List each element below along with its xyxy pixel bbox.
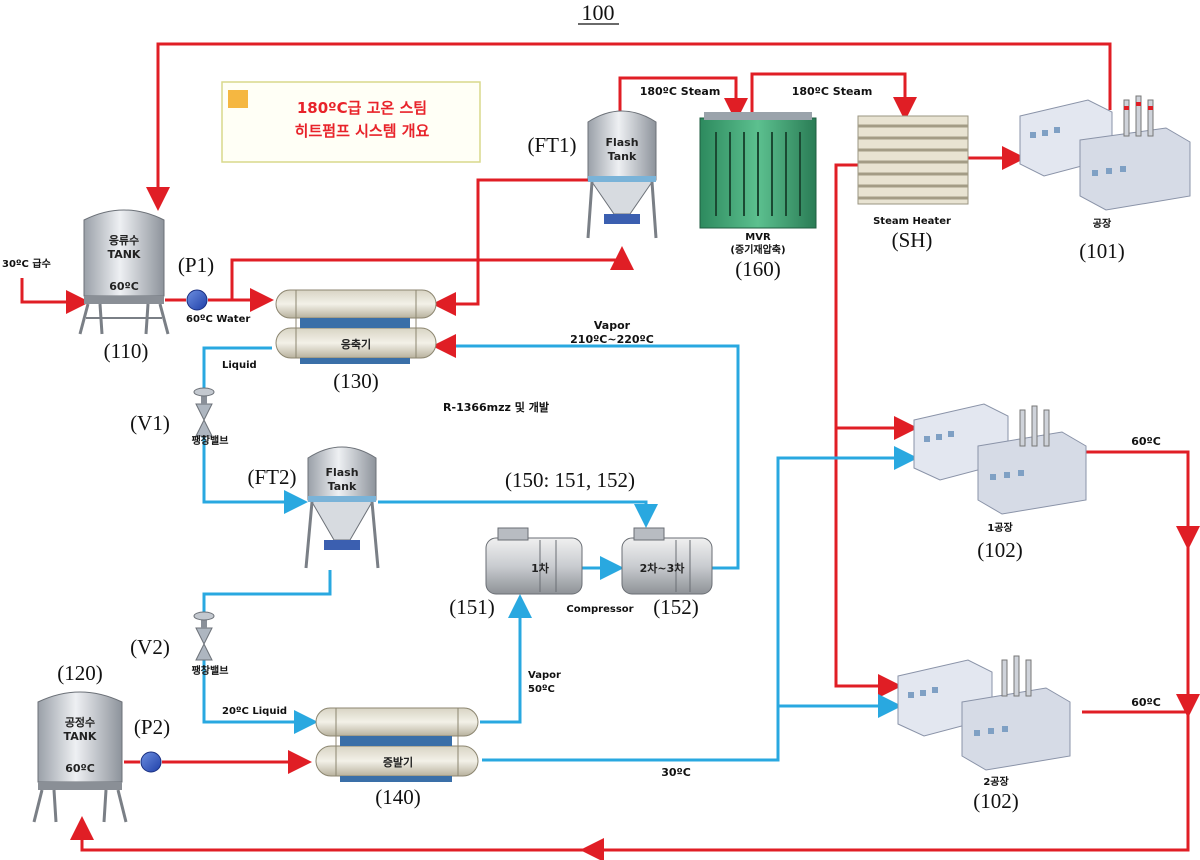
liquid-label: Liquid [222,360,257,371]
ft2-line2: Tank [328,480,357,493]
factory102b-label: 2공장 [983,775,1009,788]
ft2-line1: Flash [325,466,358,479]
valve-v2-icon [194,612,214,660]
vapor-top-line1: Vapor [594,319,631,332]
pump1-ref: (P1) [178,253,214,277]
ft1-ref: (FT1) [528,133,577,157]
legend-line1: 180ºC급 고온 스팀 [297,99,427,117]
valve1-ref: (V1) [130,411,170,435]
temp-30: 30ºC [661,766,691,779]
tank120-ref: (120) [57,661,103,685]
ft1-line2: Tank [608,150,637,163]
compressor-ref2: (152) [653,595,699,619]
tank120-line2: TANK [64,730,97,743]
factory102a-ref: (102) [977,538,1023,562]
valve2-label: 팽창밸브 [192,664,229,677]
condenser-130: 응축기 [276,290,436,364]
tank110-temp: 60ºC [109,280,139,293]
ft2-ref: (FT2) [248,465,297,489]
compressor-ref1: (151) [449,595,495,619]
tank110-line1: 응류수 [109,234,139,247]
pump1-water: 60ºC Water [186,314,250,325]
valve-v1-icon [194,388,214,436]
compressor-151: 1차 [486,528,582,594]
ft1-line1: Flash [605,136,638,149]
ft2-to-compressor2 [378,502,646,522]
compressor-ref-group: (150: 151, 152) [505,468,635,492]
vapor50-line2: 50ºC [528,684,555,695]
pump-p1-icon [187,290,207,310]
factory101-ref: (101) [1079,239,1125,263]
pump-p2-icon [141,752,161,772]
inlet-label: 30ºC 급수 [2,258,51,270]
ft1-to-condenser [438,180,598,304]
steam-heater-sh [858,116,968,204]
compressor-to-condenser [438,346,738,568]
tank120-line1: 공정수 [65,715,95,729]
sh-label: Steam Heater [873,216,951,227]
tank120-temp: 60ºC [65,762,95,775]
vapor-top-line2: 210ºC~220ºC [570,333,654,346]
flash-tank-ft2: Flash Tank [306,447,378,568]
sh-to-factory102b [836,165,896,686]
condenser-ref: (130) [333,369,379,393]
vapor50-line1: Vapor [528,670,561,681]
evaporator-140: 증발기 [316,708,478,782]
temp-60-a: 60ºC [1131,435,1161,448]
compressor-label: Compressor [566,604,633,615]
mvr-ref: (160) [735,257,781,281]
refrigerant-label: R-1366mzz 및 개발 [443,400,549,414]
mvr-line2: (증기재압축) [730,243,785,256]
tank110-line2: TANK [108,248,141,261]
tank-120: 공정수 TANK 60ºC [34,692,126,822]
factory102a-label: 1공장 [987,521,1013,534]
factory101-label: 공장 [1093,217,1112,230]
factory-102b-icon [898,656,1070,770]
mvr-line1: MVR [745,232,771,243]
evaporator-ref: (140) [375,785,421,809]
condenser-label: 응축기 [341,337,371,351]
steam-label-1: 180ºC Steam [640,85,721,98]
legend-swatch [228,90,248,108]
tank-110: 응류수 TANK 60ºC [80,210,168,334]
legend-box: 180ºC급 고온 스팀 히트펌프 시스템 개요 [222,82,480,162]
mvr-160 [700,112,816,228]
ft2-to-v2 [204,570,330,626]
evaporator-label: 증발기 [383,755,413,769]
flash-tank-ft1: Flash Tank [588,111,656,238]
figure-number: 100 [582,0,615,25]
factory102b-ref: (102) [973,789,1019,813]
compressor-stage2: 2차~3차 [640,561,686,575]
temp-60-b: 60ºC [1131,696,1161,709]
legend-line2: 히트펌프 시스템 개요 [295,122,430,140]
pump2-ref: (P2) [134,715,170,739]
factory-101-icon [1020,96,1190,210]
compressor-stage1: 1차 [531,561,550,575]
liquid20-label: 20ºC Liquid [222,706,287,717]
sh-ref: (SH) [892,228,933,252]
valve1-label: 팽창밸브 [192,434,229,447]
steam-label-2: 180ºC Steam [792,85,873,98]
valve2-ref: (V2) [130,635,170,659]
factory-102a-icon [914,404,1086,514]
tank110-ref: (110) [104,339,149,363]
compressor-152: 2차~3차 [622,528,712,594]
inlet-line [22,278,84,302]
factory102a-return [1086,452,1188,544]
